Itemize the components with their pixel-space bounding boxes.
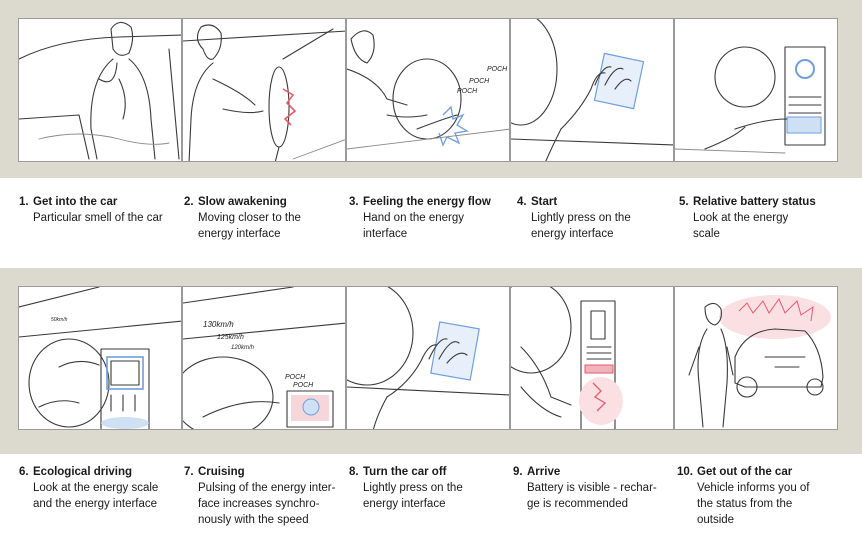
step-description: the status from the: [697, 498, 793, 510]
step-number: 1.: [19, 196, 29, 208]
step-number: 3.: [349, 196, 359, 208]
poch-text-5: POCH: [293, 382, 314, 389]
poch-text-3: POCH: [457, 88, 478, 95]
step-title: Get into the car: [33, 196, 118, 208]
panel-arrive: [510, 286, 674, 430]
step-description: interface: [363, 228, 408, 240]
panel-battery-status: [674, 18, 838, 162]
step-description: and the energy interface: [33, 498, 158, 510]
panel-feeling-energy: POCH POCH POCH: [346, 18, 510, 162]
caption-step-1: 1. Get into the car Particular smell of t…: [19, 194, 179, 226]
poch-text-2: POCH: [469, 78, 490, 85]
step-description: Lightly press on the: [363, 482, 463, 494]
panel-turn-car-off: [346, 286, 510, 430]
speed-text-2: 125km/h: [217, 334, 244, 341]
panel-get-out-of-car: [674, 286, 838, 430]
step-number: 2.: [184, 196, 194, 208]
step-number: 6.: [19, 466, 29, 478]
step-title: Turn the car off: [363, 466, 447, 478]
step-number: 9.: [513, 466, 523, 478]
step-number: 5.: [679, 196, 689, 208]
step-number: 8.: [349, 466, 359, 478]
step-number: 4.: [517, 196, 527, 208]
step-description: face increases synchro-: [198, 498, 320, 510]
caption-step-10: 10. Get out of the car Vehicle informs yo…: [677, 464, 837, 528]
step-description: energy interface: [363, 498, 446, 510]
poch-text-1: POCH: [487, 66, 508, 73]
speed-text-3: 120km/h: [231, 345, 255, 351]
step-number: 7.: [184, 466, 194, 478]
panel-ecological-driving: 50km/h: [18, 286, 182, 430]
step-description: Look at the energy scale: [33, 482, 159, 494]
step-description: Hand on the energy: [363, 212, 465, 224]
step-description: energy interface: [198, 228, 281, 240]
step-description: energy interface: [531, 228, 614, 240]
step-description: Look at the energy: [693, 212, 789, 224]
caption-step-5: 5. Relative battery status Look at the en…: [679, 194, 849, 242]
speed-text-1: 130km/h: [203, 320, 234, 329]
caption-step-9: 9. Arrive Battery is visible - rechar- ge…: [513, 464, 673, 512]
step-description: scale: [693, 228, 720, 240]
step-title: Get out of the car: [697, 466, 793, 478]
step-title: Cruising: [198, 466, 245, 478]
caption-step-4: 4. Start Lightly press on the energy inte…: [517, 194, 677, 242]
speed-small-text: 50km/h: [51, 317, 68, 323]
step-number: 10.: [677, 466, 693, 478]
step-description: Particular smell of the car: [33, 212, 163, 224]
step-title: Ecological driving: [33, 466, 133, 478]
panel-slow-awakening: [182, 18, 346, 162]
caption-step-6: 6. Ecological driving Look at the energy …: [19, 464, 179, 512]
step-title: Relative battery status: [693, 196, 816, 208]
panel-get-into-car: [18, 18, 182, 162]
step-title: Arrive: [527, 466, 561, 478]
step-title: Start: [531, 196, 558, 208]
caption-step-7: 7.Cruising Pulsing of the energy inter- …: [184, 464, 344, 528]
caption-step-8: 8.Turn the car off Lightly press on the …: [349, 464, 509, 512]
step-description: Battery is visible - rechar-: [527, 482, 657, 494]
step-description: nously with the speed: [198, 514, 309, 526]
panel-start: [510, 18, 674, 162]
step-description: ge is recommended: [527, 498, 628, 510]
step-description: Moving closer to the: [198, 212, 301, 224]
panel-cruising: 130km/h 125km/h 120km/h POCH POCH: [182, 286, 346, 430]
step-description: Lightly press on the: [531, 212, 631, 224]
step-title: Slow awakening: [198, 196, 287, 208]
poch-text-4: POCH: [285, 374, 306, 381]
caption-step-3: 3. Feeling the energy flow Hand on the en…: [349, 194, 519, 242]
step-title: Feeling the energy flow: [363, 196, 491, 208]
caption-step-2: 2. Slow awakening Moving closer to the en…: [184, 194, 344, 242]
step-description: outside: [697, 514, 735, 526]
step-description: Vehicle informs you of: [697, 482, 810, 494]
step-description: Pulsing of the energy inter-: [198, 482, 336, 494]
